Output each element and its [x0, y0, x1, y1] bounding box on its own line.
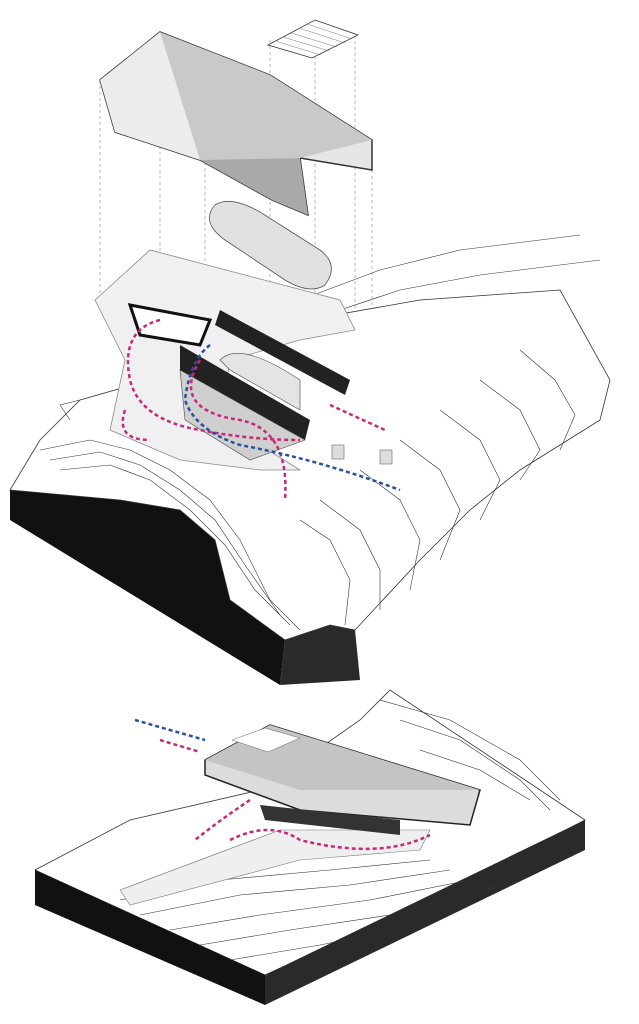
kiosk — [379, 449, 393, 465]
contour-lines-bottom — [119, 699, 561, 961]
vehicle-path-blue — [183, 344, 401, 492]
vehicle-path-blue — [134, 718, 206, 742]
roof-shell — [99, 31, 373, 217]
building — [204, 724, 481, 835]
site-right-face — [265, 820, 585, 1005]
site-left-face — [35, 870, 265, 1005]
pedestrian-path-magenta — [126, 318, 301, 442]
pedestrian-path-magenta — [229, 828, 431, 851]
pedestrian-path-magenta — [194, 798, 251, 841]
assembled-view — [34, 689, 586, 1005]
pedestrian-path-magenta — [159, 738, 201, 754]
kiosk — [331, 444, 345, 460]
pedestrian-path-magenta — [121, 409, 151, 442]
pedestrian-path-magenta — [189, 359, 287, 501]
circulation-paths-bottom — [134, 718, 431, 851]
skylight-panel — [266, 19, 360, 59]
exploded-view — [9, 19, 611, 685]
capsule-volume — [208, 200, 332, 290]
terrain-block — [9, 289, 611, 685]
platform — [94, 249, 356, 471]
pedestrian-path-magenta — [329, 403, 386, 432]
circulation-paths — [121, 318, 401, 501]
contour-lines — [39, 234, 601, 631]
